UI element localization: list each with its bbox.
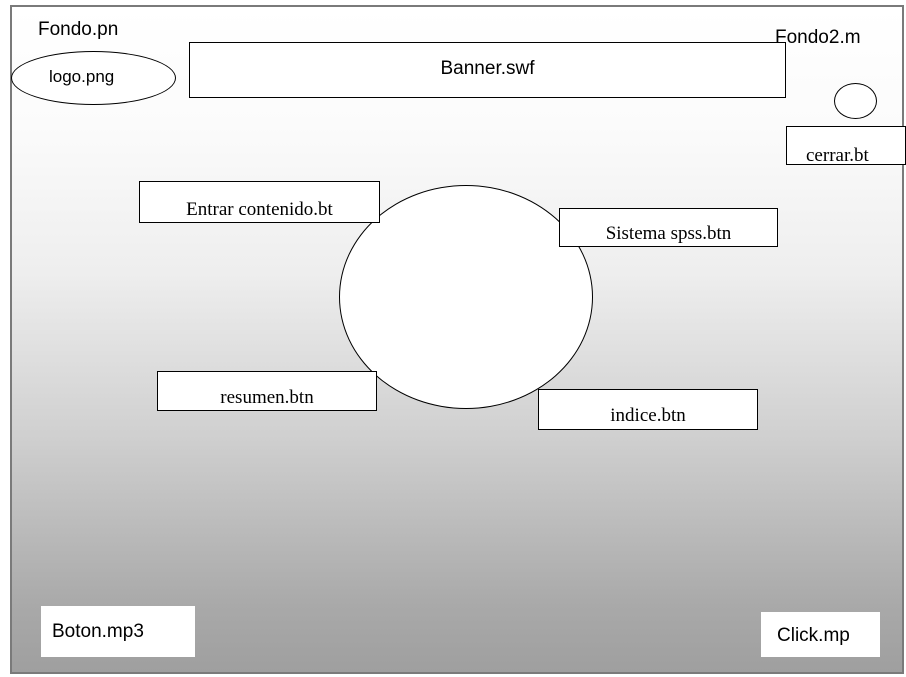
enter-content-button[interactable]: Entrar contenido.bt (139, 181, 380, 223)
index-label: indice.btn (610, 405, 686, 426)
spss-system-label: Sistema spss.btn (605, 223, 732, 244)
summary-label: resumen.btn (220, 387, 314, 408)
click-sound-label: Click.mp (777, 625, 850, 646)
background-right-label: Fondo2.m (775, 27, 861, 48)
close-button[interactable]: cerrar.bt (786, 126, 906, 165)
center-circle (339, 185, 593, 409)
banner-placeholder: Banner.swf (189, 42, 786, 98)
spss-system-button[interactable]: Sistema spss.btn (559, 208, 778, 247)
logo-placeholder: logo.png (11, 51, 176, 105)
close-circle-icon[interactable] (834, 83, 877, 119)
logo-label: logo.png (49, 67, 115, 86)
button-sound-label-box: Boton.mp3 (41, 606, 195, 657)
close-button-label: cerrar.bt (806, 145, 869, 165)
index-button[interactable]: indice.btn (538, 389, 758, 430)
click-sound-label-box: Click.mp (761, 612, 880, 657)
background-left-label: Fondo.pn (38, 19, 119, 40)
summary-button[interactable]: resumen.btn (157, 371, 377, 411)
banner-label: Banner.swf (440, 58, 535, 79)
enter-content-label: Entrar contenido.bt (186, 199, 333, 220)
button-sound-label: Boton.mp3 (52, 621, 144, 642)
